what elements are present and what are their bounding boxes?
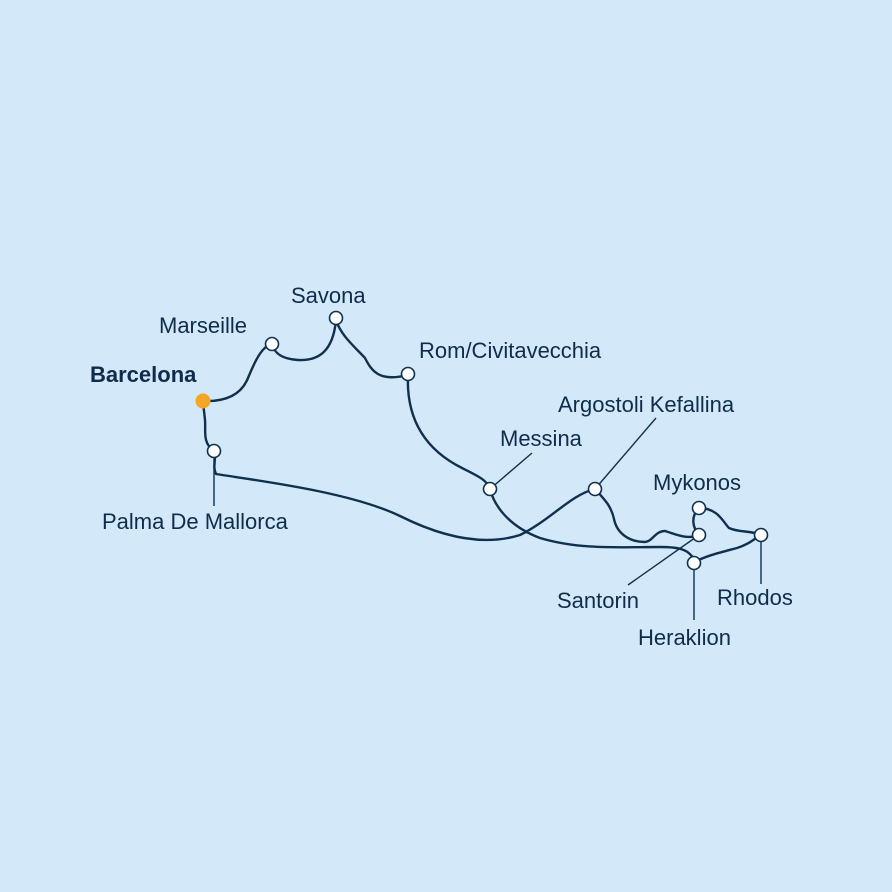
port-marker-messina[interactable] [482,481,498,497]
label-rhodos: Rhodos [717,585,793,610]
start-marker-barcelona[interactable] [195,393,211,409]
label-heraklion: Heraklion [638,625,731,650]
label-savona: Savona [291,283,366,308]
port-marker-marseille[interactable] [264,336,280,352]
leader-argostoli [594,417,657,490]
label-palma: Palma De Mallorca [102,509,289,534]
label-argostoli: Argostoli Kefallina [558,392,735,417]
port-marker-mykonos[interactable] [691,500,707,516]
label-marseille: Marseille [159,313,247,338]
port-marker-palma[interactable] [206,443,222,459]
label-mykonos: Mykonos [653,470,741,495]
label-barcelona: Barcelona [90,362,197,387]
leader-santorin [627,534,700,586]
port-marker-rhodos[interactable] [753,527,769,543]
label-rom-civitavecchia: Rom/Civitavecchia [419,338,602,363]
port-marker-savona[interactable] [328,310,344,326]
port-marker-heraklion[interactable] [686,555,702,571]
leader-messina [489,452,533,490]
port-marker-santorin[interactable] [691,527,707,543]
label-messina: Messina [500,426,583,451]
port-marker-rom-civitavecchia[interactable] [400,366,416,382]
label-santorin: Santorin [557,588,639,613]
port-marker-argostoli[interactable] [587,481,603,497]
